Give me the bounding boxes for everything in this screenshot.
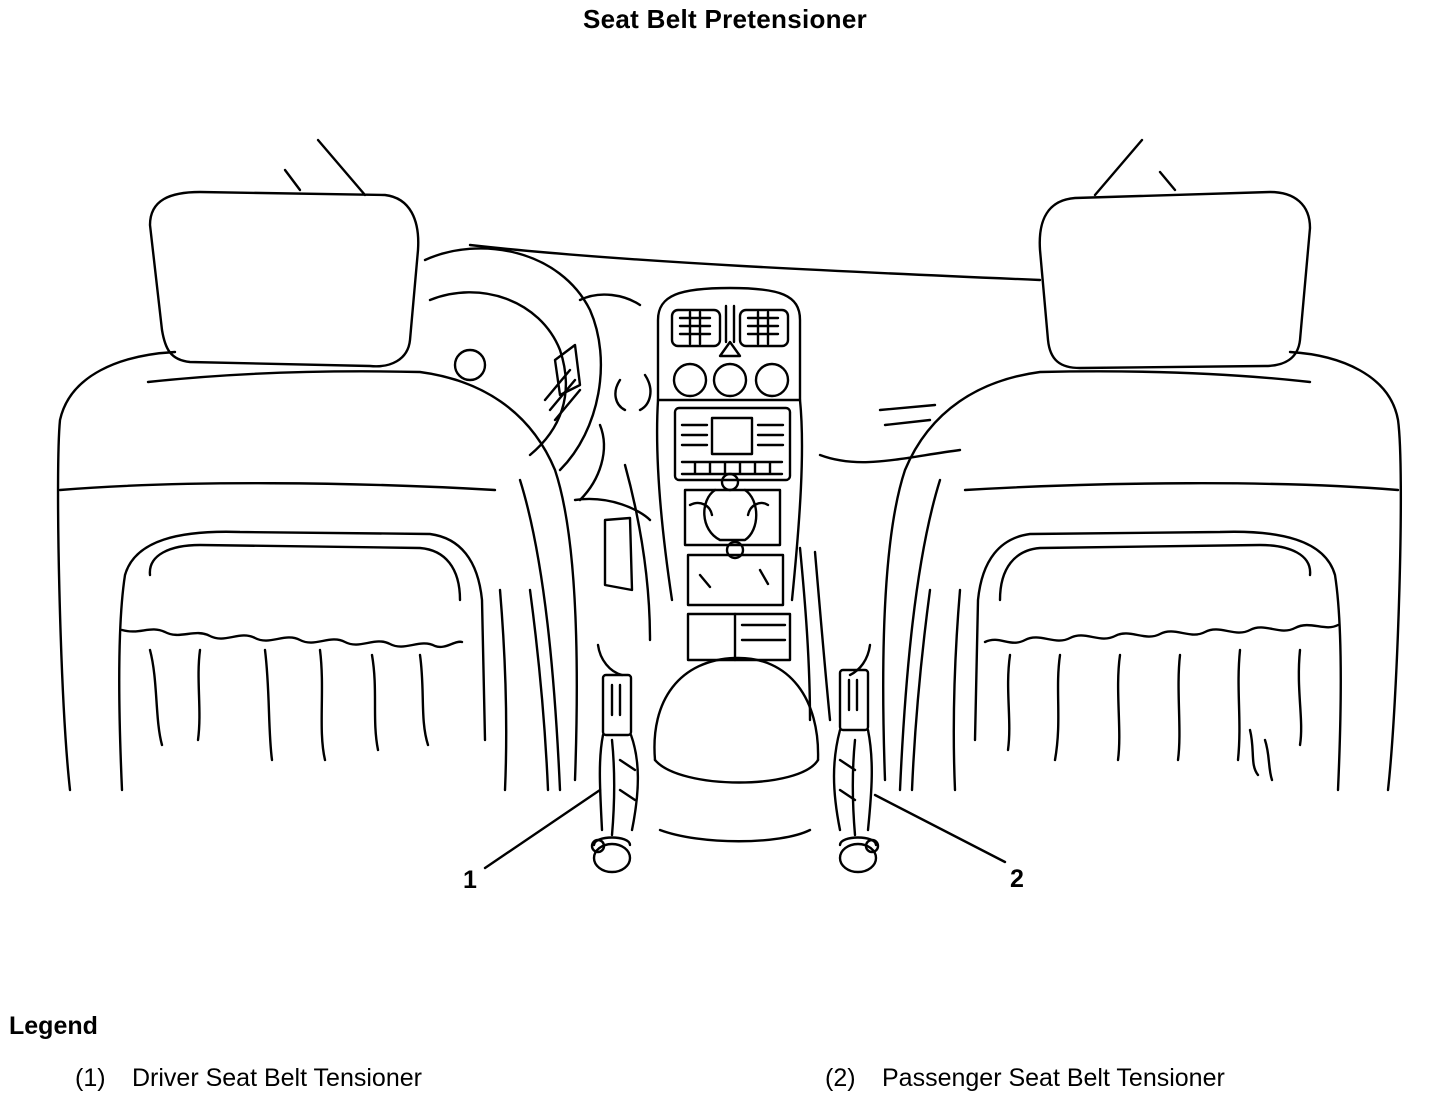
callout-2-label: 2 <box>1010 865 1024 893</box>
legend-item-text: Driver Seat Belt Tensioner <box>132 1064 422 1092</box>
callout-1-leader <box>483 788 602 870</box>
dashboard-outline <box>468 243 1042 282</box>
legend-item-number: (2) <box>825 1064 856 1092</box>
passenger-seat-belt-tensioner <box>832 643 880 874</box>
legend-heading: Legend <box>9 1012 98 1040</box>
steering-wheel <box>423 247 603 472</box>
center-console <box>655 286 804 662</box>
seat-belt-pretensioner-illustration <box>56 138 1403 874</box>
driver-seat <box>56 138 578 792</box>
passenger-headrest <box>1038 190 1312 370</box>
legend-item-2: (2) Passenger Seat Belt Tensioner <box>825 1064 1225 1093</box>
legend-item-text: Passenger Seat Belt Tensioner <box>882 1064 1225 1092</box>
console-armrest <box>653 546 832 843</box>
diagram-title: Seat Belt Pretensioner <box>582 4 868 34</box>
driver-headrest <box>148 190 420 368</box>
legend-item-number: (1) <box>75 1064 106 1092</box>
legend-item-1: (1) Driver Seat Belt Tensioner <box>75 1064 422 1093</box>
callout-1-label: 1 <box>463 866 477 894</box>
driver-seat-belt-tensioner <box>590 643 640 874</box>
passenger-seat <box>882 138 1403 792</box>
callout-2-leader <box>873 793 1007 864</box>
